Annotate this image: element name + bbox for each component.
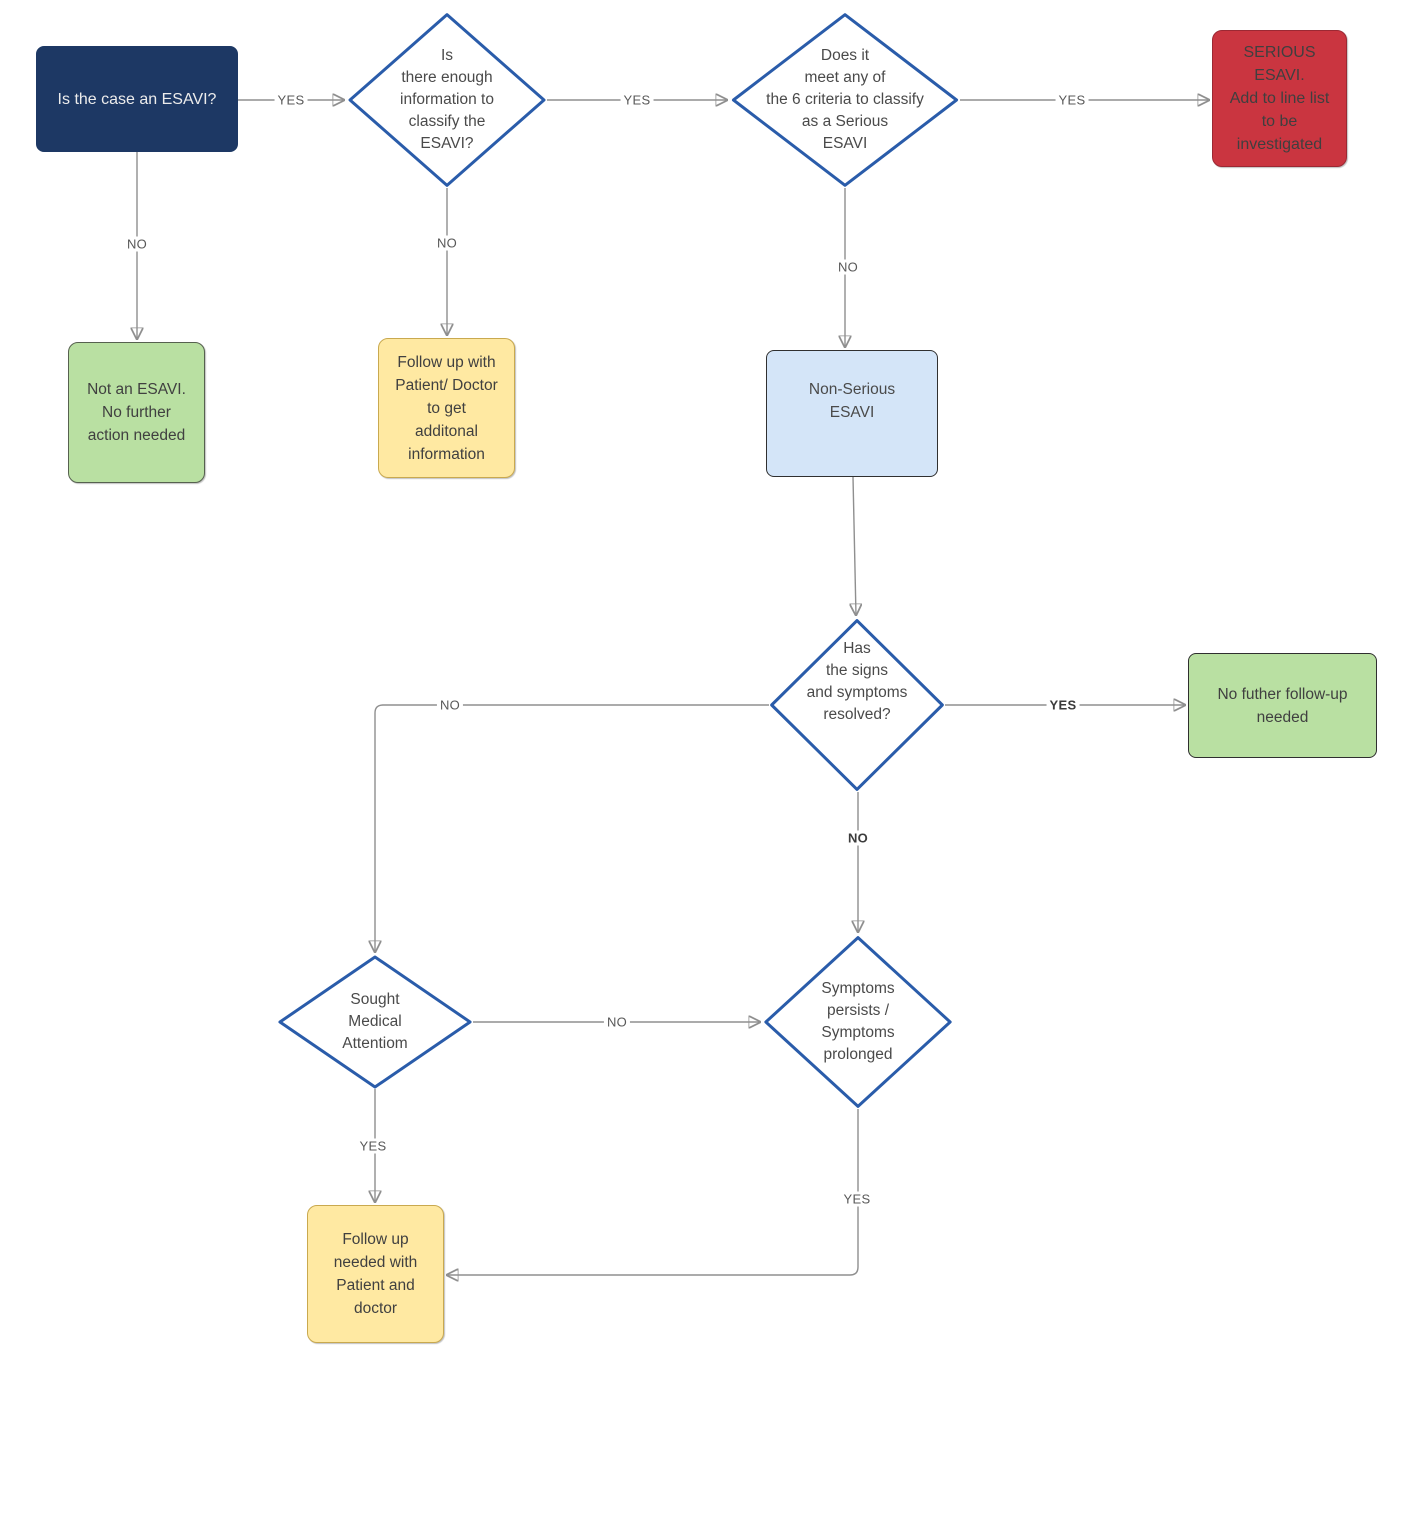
edge-label-yes: YES (1046, 697, 1080, 713)
action-followup-patient-doctor: Follow up needed with Patient and doctor (307, 1205, 444, 1343)
edge-resolved-to-sought-medical (375, 704, 769, 953)
edge-label-no: NO (834, 259, 862, 275)
edge-label-no: NO (436, 697, 464, 713)
outcome-non-serious-esavi: Non-Serious ESAVI (766, 350, 938, 477)
start-node-is-case-esavi: Is the case an ESAVI? (36, 46, 238, 152)
diamond-outline (733, 15, 956, 186)
diamond-shape (769, 618, 945, 792)
edge-label-yes: YES (840, 1191, 874, 1207)
decision-sought-medical-attention: Sought Medical Attentiom (277, 955, 473, 1089)
action-followup-additional-info: Follow up with Patient/ Doctor to get ad… (378, 338, 515, 478)
outcome-serious-esavi: SERIOUS ESAVI. Add to line list to be in… (1212, 30, 1347, 167)
decision-signs-resolved-text: Has the signs and symptoms resolved? (806, 640, 908, 723)
outcome-no-further-followup: No futher follow-up needed (1188, 653, 1377, 758)
diamond-outline (772, 621, 943, 790)
edge-non-serious-to-resolved (853, 476, 856, 616)
decision-enough-info-text: Is there enough information to classify … (400, 47, 494, 152)
edge-label-no: NO (123, 236, 151, 252)
diamond-outline (280, 957, 470, 1087)
edge-label-no: NO (844, 830, 872, 846)
edge-label-yes: YES (1055, 92, 1089, 108)
decision-enough-info: Is there enough information to classify … (347, 12, 547, 188)
decision-serious-criteria-text: Does it meet any of the 6 criteria to cl… (766, 47, 924, 152)
diamond-outline (350, 15, 544, 186)
edge-label-no: NO (603, 1014, 631, 1030)
decision-serious-criteria: Does it meet any of the 6 criteria to cl… (730, 12, 960, 188)
edge-label-yes: YES (274, 92, 308, 108)
diamond-outline (766, 938, 950, 1107)
outcome-not-esavi: Not an ESAVI. No further action needed (68, 342, 205, 483)
edge-label-no: NO (433, 235, 461, 251)
diamond-shape (347, 12, 547, 188)
decision-symptoms-persist: Symptoms persists / Symptoms prolonged (763, 935, 953, 1109)
decision-sought-medical-attention-text: Sought Medical Attentiom (342, 991, 408, 1052)
diamond-shape (730, 12, 960, 188)
decision-signs-resolved: Has the signs and symptoms resolved? (769, 618, 945, 792)
edge-label-yes: YES (356, 1138, 390, 1154)
decision-symptoms-persist-text: Symptoms persists / Symptoms prolonged (821, 980, 895, 1063)
diamond-shape (277, 955, 473, 1089)
edge-label-yes: YES (620, 92, 654, 108)
edge-persist-to-followup-patient (446, 1109, 859, 1275)
diamond-shape (763, 935, 953, 1109)
